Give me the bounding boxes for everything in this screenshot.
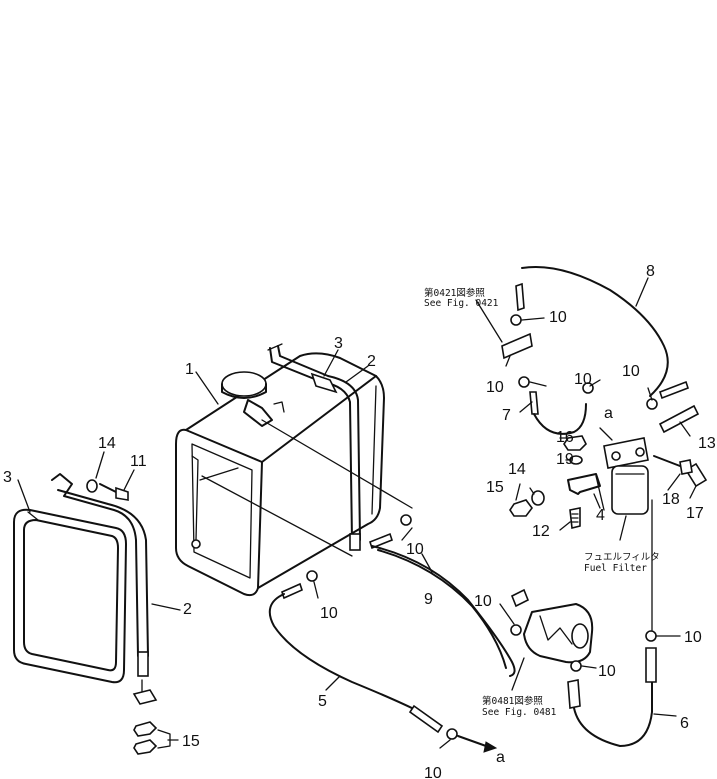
callout-3: 3 — [3, 469, 12, 486]
ref-0481-en: See Fig. 0481 — [482, 707, 557, 718]
callout-10: 10 — [474, 593, 492, 610]
bolt-13 — [646, 398, 700, 434]
callout-6: 6 — [680, 715, 689, 732]
bolt-11 — [86, 479, 129, 501]
ref-0421-en: See Fig. 0421 — [424, 298, 499, 309]
callout-10: 10 — [574, 371, 592, 388]
bolt-12 — [569, 507, 581, 529]
washer-14 — [531, 490, 545, 506]
callout-15: 15 — [486, 479, 504, 496]
callout-5: 5 — [318, 693, 327, 710]
hose-7 — [529, 382, 594, 435]
callout-2: 2 — [183, 601, 192, 618]
callout-labels: 1 2 3 3 2 14 11 15 10 10 9 5 10 a 10 10 … — [3, 263, 716, 779]
callout-18: 18 — [662, 491, 680, 508]
leader-lines — [17, 277, 697, 749]
bracket-link — [653, 455, 681, 467]
connector — [501, 265, 690, 400]
rubber-pad-exploded — [13, 508, 127, 684]
clip-18 — [679, 459, 693, 475]
callout-11: 11 — [130, 453, 147, 470]
feed-pump — [510, 588, 594, 709]
reference-notes: 第0421図参照 See Fig. 0421 第0481図参照 See Fig.… — [424, 287, 660, 718]
callout-8: 8 — [646, 263, 655, 280]
callout-15: 15 — [182, 733, 200, 750]
hose-5 — [268, 570, 498, 753]
callout-10: 10 — [622, 363, 640, 380]
bracket-4 — [567, 473, 605, 511]
hose-9 — [369, 514, 516, 677]
ref-0481-jp: 第0481図参照 — [482, 695, 543, 707]
strap-exploded — [51, 473, 158, 705]
tank-strap-installed — [267, 343, 361, 551]
hose-6 — [573, 630, 657, 747]
callout-10: 10 — [320, 605, 338, 622]
callout-7: 7 — [502, 407, 511, 424]
callout-14: 14 — [98, 435, 116, 452]
callout-14: 14 — [508, 461, 526, 478]
ref-0421-jp: 第0421図参照 — [424, 287, 485, 299]
callout-3: 3 — [334, 335, 343, 352]
nuts-15 — [133, 721, 171, 755]
callout-17: 17 — [686, 505, 704, 522]
callout-9: 9 — [424, 591, 433, 608]
filter-label-jp: フュエルフィルタ — [584, 552, 660, 563]
callout-10: 10 — [406, 541, 424, 558]
callout-2: 2 — [367, 353, 376, 370]
callout-1: 1 — [185, 361, 194, 378]
callout-12: 12 — [532, 523, 550, 540]
nut-15 — [509, 499, 533, 517]
fuel-filter — [599, 427, 653, 631]
callout-4: 4 — [596, 507, 605, 524]
ref-a-bottom: a — [496, 749, 505, 766]
nut-16 — [563, 435, 587, 451]
callout-10: 10 — [424, 765, 442, 779]
callout-16: 16 — [556, 429, 574, 446]
callout-10: 10 — [549, 309, 567, 326]
filter-label-en: Fuel Filter — [584, 563, 647, 574]
callout-10: 10 — [598, 663, 616, 680]
callout-19: 19 — [556, 451, 574, 468]
callout-10: 10 — [684, 629, 702, 646]
callout-13: 13 — [698, 435, 716, 452]
ref-a-top: a — [604, 405, 613, 422]
callout-10: 10 — [486, 379, 504, 396]
